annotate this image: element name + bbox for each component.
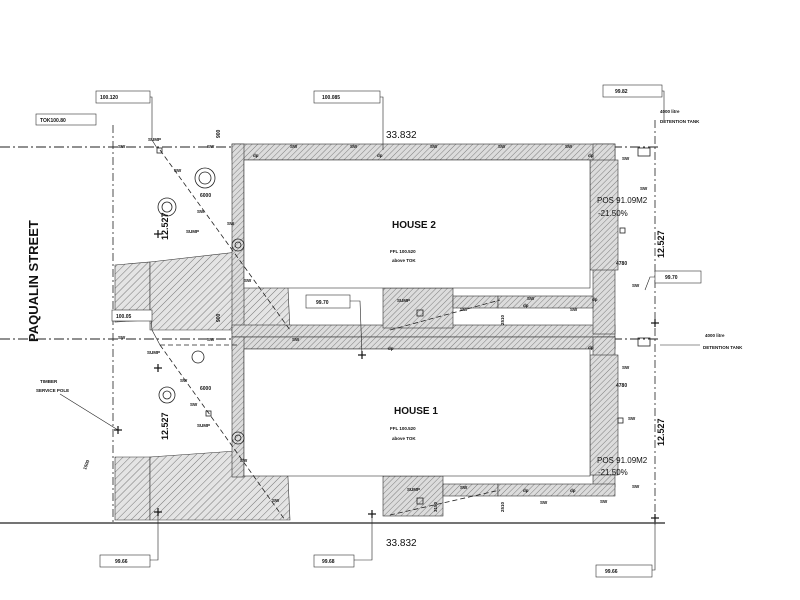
service-pole-line1: TIMBER xyxy=(40,379,58,384)
dim-garden-top: 6000 xyxy=(200,193,211,199)
sw-tag: SW xyxy=(290,144,298,149)
sw-tag: SW xyxy=(272,498,280,503)
sw-tag: SW xyxy=(244,278,252,283)
dim-garden-bottom: 6000 xyxy=(200,386,211,392)
house-2-interior xyxy=(243,159,591,289)
level-tok: TOK100.80 xyxy=(40,118,66,124)
tank-mid-size: 4000 litre xyxy=(705,333,725,338)
sw-tag: SW xyxy=(430,144,438,149)
dim-bottom-length: 33.832 xyxy=(386,538,417,549)
sw-tag: SW xyxy=(527,296,535,301)
house-1-ffl: FFL 100.520 xyxy=(390,426,416,431)
tank-top-size: 4000 litre xyxy=(660,109,680,114)
sump-label-5: SUMP xyxy=(397,298,410,303)
dp-tag: dp xyxy=(588,153,594,158)
level-leaders xyxy=(150,90,665,571)
service-pole-line2: SERVICE POLE xyxy=(36,388,69,393)
sw-tag: SW xyxy=(180,378,188,383)
sw-tag: SW xyxy=(498,144,506,149)
house-2-ffl: FFL 100.520 xyxy=(390,249,416,254)
level-bottom-right: 99.66 xyxy=(605,569,618,575)
sw-tag: SW xyxy=(460,485,468,490)
dim-side-bottom: 4780 xyxy=(616,383,627,389)
sw-tag: SW xyxy=(240,458,248,463)
dp-tag: dp xyxy=(523,303,529,308)
sw-tag: SW xyxy=(118,144,126,149)
level-boxes xyxy=(35,84,702,578)
house-1-walls xyxy=(231,336,619,517)
sw-tag: SW xyxy=(174,168,182,173)
sw-tag: SW xyxy=(600,499,608,504)
level-bottom-mid: 99.68 xyxy=(322,559,335,565)
sw-tag: SW xyxy=(632,283,640,288)
sw-tag: SW xyxy=(628,416,636,421)
level-top-mid: 100.085 xyxy=(322,95,340,101)
level-mid-left: 100.05 xyxy=(116,314,132,320)
sump-label-2: SUMP xyxy=(186,229,199,234)
house-2-title: HOUSE 2 xyxy=(392,220,436,231)
sw-tag: SW xyxy=(622,156,630,161)
sw-tag: SW xyxy=(207,144,215,149)
sump-label-3: SUMP xyxy=(147,350,160,355)
dim-step-bottom: 2510 xyxy=(500,501,505,512)
dim-width-right-bottom: 12.527 xyxy=(656,418,666,446)
dim-setback-top: 900 xyxy=(216,129,222,138)
sw-tag: SW xyxy=(227,221,235,226)
house-1-pos: POS 91.09M2 xyxy=(597,456,648,465)
house-1-interior xyxy=(243,348,591,477)
level-mid-right: 99.70 xyxy=(665,275,678,281)
sw-tag: SW xyxy=(118,335,126,340)
sw-tag: SW xyxy=(190,402,198,407)
house-1-pos-pct: -21.50% xyxy=(598,468,628,477)
sw-tag: SW xyxy=(292,337,300,342)
dim-width-left-bottom: 12.527 xyxy=(160,412,170,440)
sw-tag: SW xyxy=(570,307,578,312)
house-1-ffl-note: above TOK xyxy=(392,436,416,441)
sw-tag: SW xyxy=(350,144,358,149)
level-mid-center: 99.70 xyxy=(316,300,329,306)
sw-tag: SW xyxy=(622,365,630,370)
house-2-pos-pct: -21.50% xyxy=(598,209,628,218)
house-1-title: HOUSE 1 xyxy=(394,406,438,417)
sw-tag: SW xyxy=(632,484,640,489)
level-top-left: 100.120 xyxy=(100,95,118,101)
dp-tag: dp xyxy=(388,346,394,351)
house-2-walls xyxy=(231,143,619,338)
dp-tag: dp xyxy=(588,345,594,350)
dim-width-left-top: 12.527 xyxy=(160,212,170,240)
level-bottom-left: 99.66 xyxy=(115,559,128,565)
dp-tag: dp xyxy=(592,297,598,302)
sump-label-1: SUMP xyxy=(148,137,161,142)
stormwater-lines xyxy=(159,149,501,521)
street-name: PAQUALIN STREET xyxy=(26,220,41,342)
dim-side-top: 4780 xyxy=(616,261,627,267)
dp-tag: dp xyxy=(253,153,259,158)
house-2-pos: POS 91.09M2 xyxy=(597,196,648,205)
service-pole-leader xyxy=(59,393,119,431)
level-top-right: 99.82 xyxy=(615,89,628,95)
tank-top-label: DETENTION TANK xyxy=(660,119,700,124)
landscape-symbols xyxy=(156,147,651,505)
dim-step-bottom-2: 3150 xyxy=(433,501,438,512)
dp-tag: dp xyxy=(570,488,576,493)
sw-tag: SW xyxy=(197,209,205,214)
sump-label-4: SUMP xyxy=(197,423,210,428)
sw-tag: SW xyxy=(540,500,548,505)
dim-top-length: 33.832 xyxy=(386,130,417,141)
dp-tag: dp xyxy=(377,153,383,158)
dim-pole-offset: 1500 xyxy=(82,459,90,471)
sw-tag: SW xyxy=(207,337,215,342)
dim-setback-mid: 900 xyxy=(216,313,222,322)
house-2-ffl-note: above TOK xyxy=(392,258,416,263)
sw-tag: SW xyxy=(640,186,648,191)
dim-width-right-top: 12.527 xyxy=(656,230,666,258)
dim-step-top: 2510 xyxy=(500,314,505,325)
level-markers xyxy=(114,230,659,522)
sw-tag: SW xyxy=(565,144,573,149)
tank-mid-label: DETENTION TANK xyxy=(703,345,743,350)
sw-tag: SW xyxy=(460,307,468,312)
sump-label-6: SUMP xyxy=(407,487,420,492)
dp-tag: dp xyxy=(523,488,529,493)
